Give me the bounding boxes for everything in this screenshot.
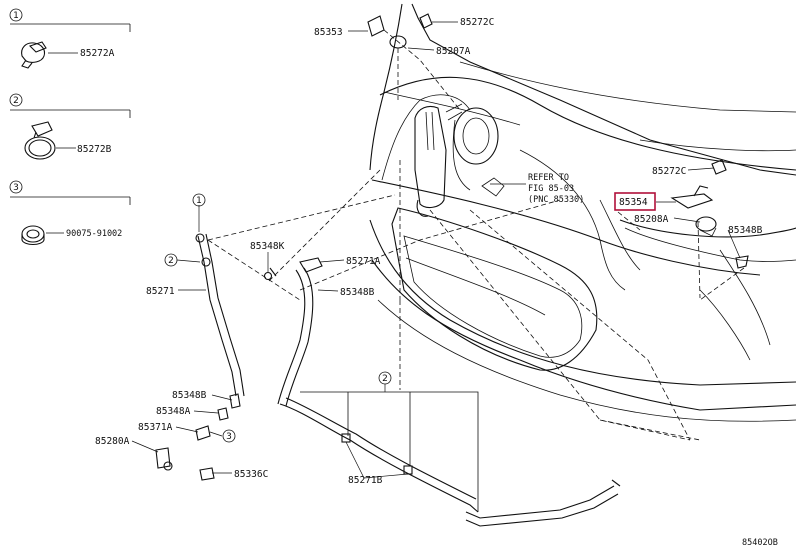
label-85348B-left: 85348B xyxy=(172,390,207,401)
refer-note: REFER TO FIG 85-03 (PNC 85330) xyxy=(490,173,584,205)
circle-markers: 1 2 2 3 xyxy=(164,193,392,443)
lower-fittings xyxy=(155,393,241,481)
refer-note-line1: REFER TO xyxy=(528,173,569,183)
label-85354: 85354 xyxy=(619,197,648,208)
legend-part-label: 85272A xyxy=(80,48,115,59)
vehicle-front-body xyxy=(367,3,796,422)
assembly-dashed-lines xyxy=(207,29,745,441)
legend-number: 2 xyxy=(13,96,19,106)
label-85371A: 85371A xyxy=(138,422,173,433)
label-85208A: 85208A xyxy=(634,214,669,225)
legend-part-label: 85272B xyxy=(77,144,112,155)
label-85336C: 85336C xyxy=(234,469,268,480)
clamp-85272A-icon xyxy=(21,41,47,69)
marker-3: 3 xyxy=(226,432,232,442)
highlight-box-85354 xyxy=(614,192,656,211)
label-85353: 85353 xyxy=(314,27,343,38)
label-85348B-right: 85348B xyxy=(728,225,763,236)
refer-note-line2: FIG 85-03 xyxy=(528,184,574,194)
marker-1: 1 xyxy=(196,196,202,206)
legend-item-3: 3 90075-91002 xyxy=(9,180,131,246)
hose-85271B xyxy=(279,397,621,527)
label-85207A: 85207A xyxy=(436,46,471,57)
label-85348B-mid: 85348B xyxy=(340,287,375,298)
drawing-code: 85402OB xyxy=(742,538,778,548)
legend: 1 85272A 2 85272B xyxy=(9,8,131,246)
clip-85208A xyxy=(695,216,717,237)
label-85271: 85271 xyxy=(146,286,175,297)
marker-2-left: 2 xyxy=(168,256,174,266)
legend-part-label: 90075-91002 xyxy=(66,229,122,239)
legend-number: 1 xyxy=(13,11,19,21)
label-85272C-right: 85272C xyxy=(652,166,686,177)
label-85271A: 85271A xyxy=(346,256,381,267)
label-85280A: 85280A xyxy=(95,436,130,447)
legend-number: 3 xyxy=(13,183,19,193)
refer-note-line3: (PNC 85330) xyxy=(528,195,584,205)
grommet-90075-icon xyxy=(21,225,45,246)
hose-85271 xyxy=(195,233,245,397)
washer-reservoir xyxy=(414,103,499,217)
clamp-85272B-icon xyxy=(24,121,56,160)
part-labels: 85353 85272C 85207A 85272C 85354 85208A … xyxy=(95,17,763,486)
hose-85271A xyxy=(263,257,323,407)
marker-2-bottom: 2 xyxy=(382,374,388,384)
label-85348K: 85348K xyxy=(250,241,285,252)
label-85272C-top: 85272C xyxy=(460,17,494,28)
label-85271B: 85271B xyxy=(348,475,383,486)
legend-item-2: 2 85272B xyxy=(9,93,131,160)
leader-lines xyxy=(131,21,741,479)
legend-item-1: 1 85272A xyxy=(9,8,131,69)
part-85354 xyxy=(670,185,714,209)
label-85348A: 85348A xyxy=(156,406,191,417)
